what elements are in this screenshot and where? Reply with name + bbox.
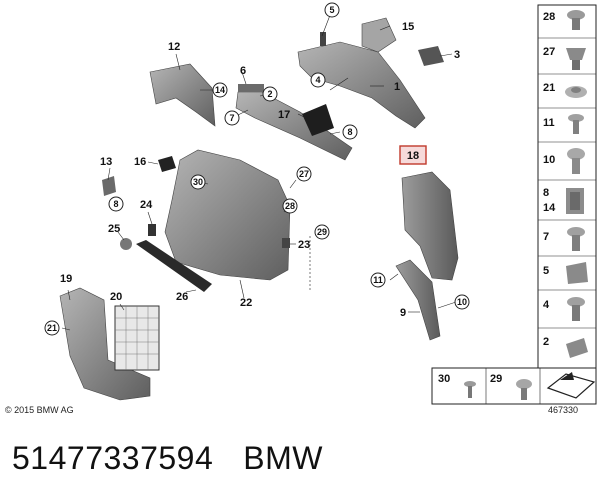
callout-1: 1 [394,81,400,93]
brand-name: BMW [243,440,323,476]
callout-14: 14 [212,82,228,98]
fastener-8-icon [566,188,584,214]
diagram-reference: 467330 [548,405,579,415]
side-label-28: 28 [543,11,555,23]
callout-5: 5 [324,2,340,18]
callout-19: 19 [60,273,72,285]
svg-text:14: 14 [215,85,225,95]
fastener-30-icon [464,381,476,398]
callout-27: 27 [296,166,312,182]
svg-text:8: 8 [347,127,352,137]
side-label-2: 2 [543,336,549,348]
side-label-5: 5 [543,265,549,277]
side-label-10: 10 [543,154,555,166]
svg-text:28: 28 [285,201,295,211]
svg-text:18: 18 [407,150,419,162]
callout-2: 2 [262,86,278,102]
svg-text:29: 29 [317,227,327,237]
part-1-bracket [297,41,426,129]
part-number: 51477337594 [12,440,214,476]
callout-30: 30 [190,174,206,190]
callout-29: 29 [314,224,330,240]
svg-text:2: 2 [267,89,272,99]
svg-text:30: 30 [193,177,203,187]
callout-13: 13 [100,156,112,168]
callout-23: 23 [298,239,310,251]
part-26-strip [136,240,212,292]
fastener-bottom-panel: 30 29 [431,367,597,405]
part-12-upper-trim [149,63,216,127]
part-9-lower-panel [395,259,441,341]
callout-15: 15 [402,21,414,33]
callout-6: 6 [240,65,246,77]
callout-10: 10 [454,294,470,310]
fastener-10-icon [567,148,585,174]
part-15-cover [361,17,397,53]
part-17-pad [302,104,334,136]
part-24-fastener [148,224,156,236]
direction-arrow-icon [546,372,596,399]
side-label-21: 21 [543,82,555,94]
fastener-2-icon [566,338,588,358]
side-label-27: 27 [543,46,555,58]
svg-text:21: 21 [47,323,57,333]
callout-11: 11 [370,272,386,288]
svg-text:4: 4 [315,75,320,85]
part-6-clip-strip [238,84,264,92]
part-16-clip [158,156,176,172]
callout-22: 22 [240,297,252,309]
svg-text:5: 5 [329,5,334,15]
callout-20: 20 [110,291,122,303]
callout-8: 8 [342,124,358,140]
part-number-line: 51477337594 BMW [12,440,323,477]
side-label-4: 4 [543,299,550,311]
svg-text:7: 7 [229,113,234,123]
part-25-plug [120,238,132,250]
side-label-8: 8 [543,187,549,199]
fastener-5-icon [566,262,588,284]
bottom-label-30: 30 [438,373,450,385]
callout-16: 16 [134,156,146,168]
fastener-7-icon [567,227,585,251]
part-3-bracket [418,46,444,66]
callout-3: 3 [454,49,460,61]
bottom-label-29: 29 [490,373,502,385]
fastener-4-icon [567,297,585,321]
callout-8b: 8 [108,196,124,212]
callout-17: 17 [278,109,290,121]
callout-28: 28 [282,198,298,214]
fastener-21-icon [565,86,587,98]
callout-7: 7 [224,110,240,126]
part-13-bracket [102,176,116,196]
callout-25: 25 [108,223,120,235]
svg-text:11: 11 [373,275,383,285]
part-22-side-panel [164,149,291,281]
fastener-11-icon [568,114,584,134]
svg-text:10: 10 [457,297,467,307]
callout-9: 9 [400,307,406,319]
part-20-net-mesh [115,306,159,370]
side-label-7: 7 [543,231,549,243]
part-23-insert [282,238,290,248]
part-19-lower-trim [59,287,151,401]
callout-26: 26 [176,291,188,303]
callout-4: 4 [310,72,326,88]
fastener-side-panel: 28 27 21 11 10 8 14 7 5 4 2 [537,4,597,371]
fastener-28-icon [567,10,585,30]
callout-12: 12 [168,41,180,53]
callout-24: 24 [140,199,153,211]
copyright-text: © 2015 BMW AG [5,405,74,415]
svg-text:8: 8 [113,199,118,209]
part-5-pin [320,32,326,46]
callout-18-highlight: 18 [399,145,427,165]
fastener-27-icon [566,48,586,70]
side-label-11: 11 [543,117,555,129]
callout-21: 21 [44,320,60,336]
part-2-trim-strip [235,91,353,161]
side-label-14: 14 [543,202,556,214]
part-18-right-panel [401,171,459,281]
fastener-29-icon [516,379,532,400]
svg-text:27: 27 [299,169,309,179]
